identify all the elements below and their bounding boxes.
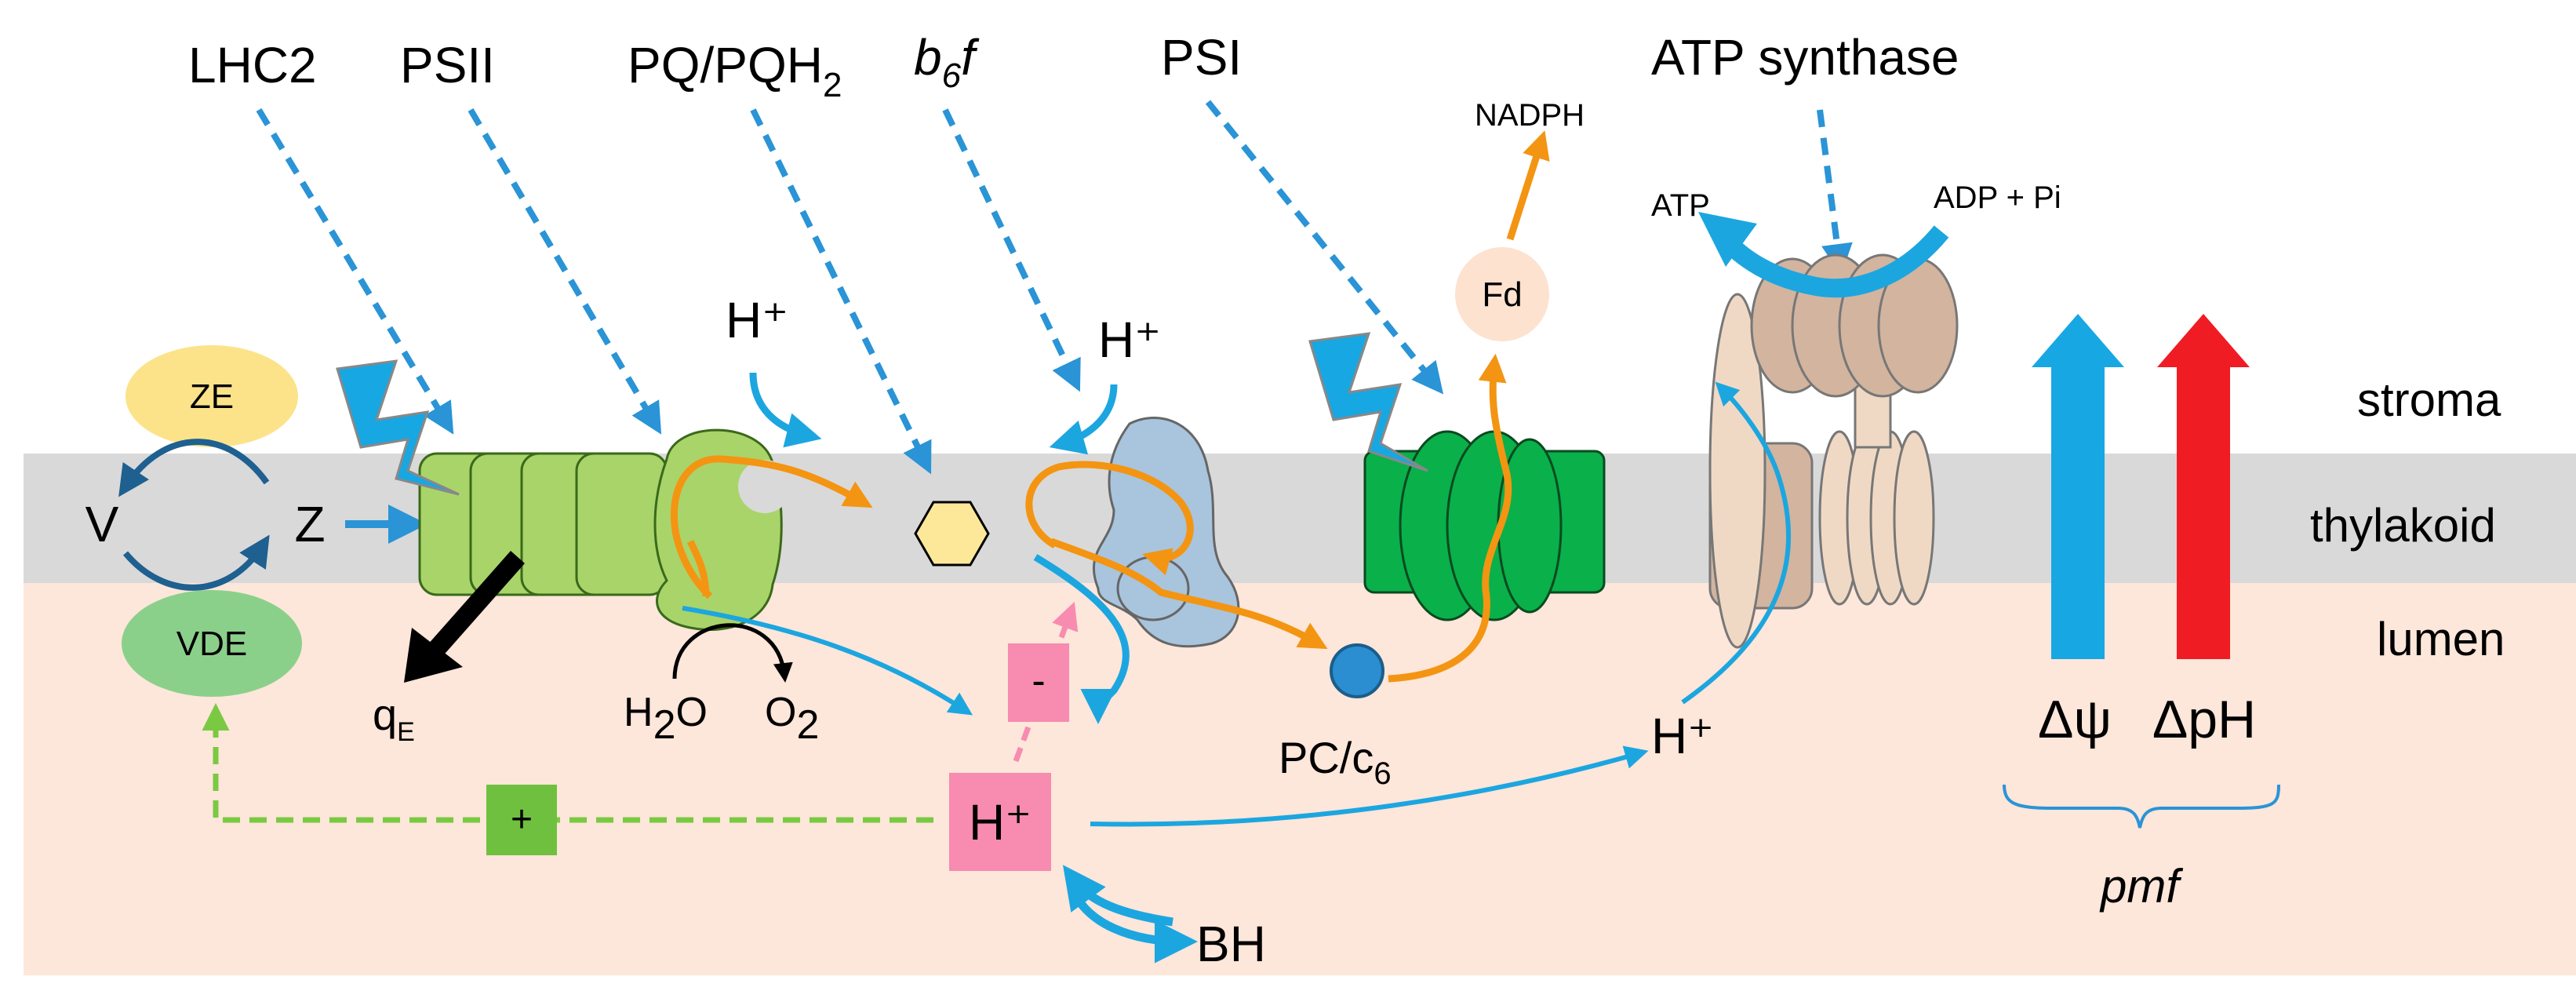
atp-rotation-arrowhead	[1698, 212, 1757, 267]
lumen-hplus-to-atpase-arrow	[1090, 745, 1649, 827]
label-dph: ΔpH	[2152, 690, 2256, 749]
label-fd: Fd	[1482, 275, 1522, 314]
bh-buffer-arrow-in	[1062, 865, 1173, 927]
label-dpsi: Δψ	[2038, 690, 2112, 749]
label-o2: O2	[765, 690, 819, 748]
electron-flow-psii-loop	[686, 539, 710, 597]
label-pc-c6: PC/c6	[1279, 733, 1392, 791]
psii-pocket	[738, 460, 791, 513]
minus-box	[1008, 643, 1069, 722]
label-plus: +	[511, 799, 533, 840]
label-pq-pqh2: PQ/PQH2	[628, 37, 842, 104]
stroma-region	[0, 0, 2576, 454]
fd-to-nadph-arrow	[1506, 130, 1550, 241]
vde-bubble	[122, 590, 302, 697]
label-bh: BH	[1196, 916, 1266, 972]
lightning-lhc2-icon	[336, 359, 460, 496]
hplus-release-b6f-arrow	[1033, 554, 1130, 724]
dph-arrow-head	[2157, 314, 2250, 367]
hplus-activates-vde-dashed	[202, 703, 933, 823]
psii-pointer-arrow	[468, 107, 662, 435]
dashed-pointer-arrows	[256, 100, 1853, 475]
qe-arrow	[420, 551, 525, 665]
label-stroma: stroma	[2357, 373, 2501, 426]
plus-box	[486, 785, 557, 855]
label-ze: ZE	[190, 377, 234, 416]
label-lhc2: LHC2	[188, 37, 317, 93]
label-thylakoid: thylakoid	[2310, 499, 2496, 552]
qe-arrowhead	[404, 628, 463, 683]
label-adp-pi: ADP + Pi	[1934, 180, 2061, 215]
lhc2-pointer-arrow	[256, 107, 454, 435]
pq-pointer-arrow	[750, 108, 932, 475]
pq-hexagon-icon	[914, 501, 990, 567]
label-hplus-b6f: H⁺	[1098, 312, 1161, 368]
lhc2-complex	[418, 452, 668, 596]
z-to-v-arrow	[118, 439, 270, 497]
label-nadph: NADPH	[1475, 98, 1585, 133]
atp-synthase-pointer-arrow	[1817, 109, 1853, 275]
pc-c6-icon	[1330, 643, 1384, 698]
label-pmf: pmf	[2099, 860, 2183, 913]
hplus-pool-box	[949, 773, 1051, 871]
label-qe: qE	[373, 690, 415, 747]
dpsi-arrow-shaft	[2051, 365, 2105, 659]
label-atp-synthase: ATP synthase	[1651, 29, 1959, 86]
v-to-z-arrow	[122, 534, 270, 591]
lightning-psi-icon	[1308, 332, 1428, 472]
label-hplus-pool: H⁺	[969, 794, 1031, 851]
label-z: Z	[294, 496, 325, 552]
q-cycle-orange-arrow	[1025, 461, 1194, 576]
b6f-pointer-arrow	[942, 108, 1081, 392]
psii-hplus-to-lumen-arrow	[682, 606, 973, 716]
label-hplus-psii: H⁺	[726, 292, 788, 348]
hplus-uptake-b6f-arrow	[1049, 384, 1118, 455]
hplus-uptake-psii-arrow	[749, 372, 822, 448]
label-atp: ATP	[1651, 188, 1710, 223]
psi-pointer-arrow	[1205, 100, 1444, 395]
fd-bubble	[1455, 247, 1549, 341]
label-h2o: H2O	[624, 690, 708, 748]
electron-flow-psii-pq	[671, 455, 873, 599]
label-hplus-atpase: H⁺	[1651, 708, 1714, 764]
b6f-to-pc-orange-arrow	[1050, 537, 1328, 650]
label-vde: VDE	[176, 625, 247, 663]
ze-bubble	[126, 345, 298, 447]
label-v: V	[86, 496, 119, 552]
hplus-through-atpase-arrow	[1681, 381, 1792, 705]
pmf-brace	[2003, 784, 2280, 829]
label-psi: PSI	[1161, 29, 1242, 86]
label-lumen: lumen	[2377, 613, 2505, 665]
adp-to-atp-rotation-arrow	[1714, 225, 1949, 298]
electron-flow-pc-psi-fd	[1388, 353, 1512, 683]
water-oxidation-arrow	[672, 623, 793, 683]
dph-arrow-shaft	[2177, 365, 2230, 659]
label-minus: -	[1031, 658, 1045, 704]
dpsi-arrow-head	[2032, 314, 2124, 367]
label-psii: PSII	[400, 37, 495, 93]
